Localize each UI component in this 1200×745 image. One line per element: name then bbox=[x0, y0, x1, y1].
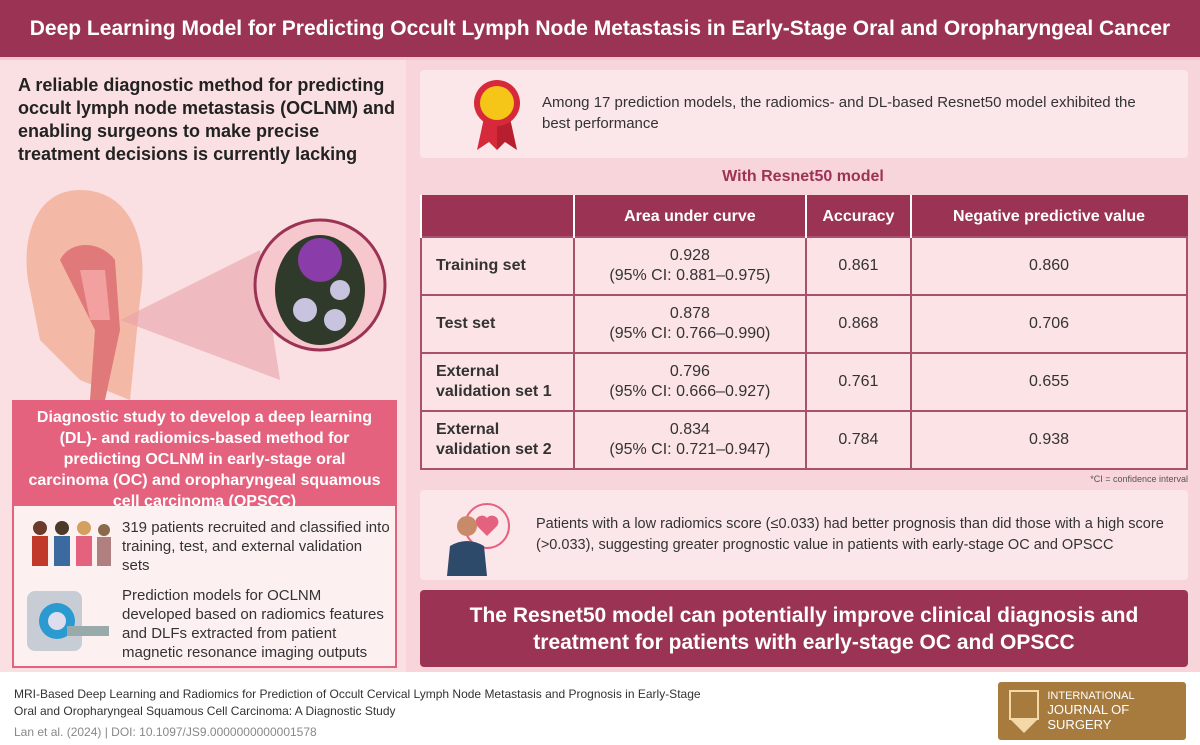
award-text: Among 17 prediction models, the radiomic… bbox=[542, 94, 1136, 132]
journal-crest-icon bbox=[1009, 690, 1039, 733]
table-title: With Resnet50 model bbox=[722, 168, 884, 185]
logo-line1: INTERNATIONAL bbox=[1047, 690, 1135, 702]
study-description: Diagnostic study to develop a deep learn… bbox=[12, 400, 397, 510]
left-panel: A reliable diagnostic method for predict… bbox=[0, 60, 406, 672]
row-label: Test set bbox=[420, 294, 575, 354]
method-item: 319 patients recruited and classified in… bbox=[22, 518, 392, 575]
npv-cell: 0.706 bbox=[910, 294, 1188, 354]
conclusion-banner: The Resnet50 model can potentially impro… bbox=[420, 590, 1188, 667]
article-title-line2: Oral and Oropharyngeal Squamous Cell Car… bbox=[14, 704, 396, 718]
auc-ci: (95% CI: 0.881–0.975) bbox=[609, 267, 771, 284]
auc-value: 0.878 bbox=[669, 305, 710, 322]
auc-cell: 0.796 (95% CI: 0.666–0.927) bbox=[573, 352, 807, 412]
method-item: Prediction models for OCLNM developed ba… bbox=[22, 586, 392, 662]
auc-cell: 0.878 (95% CI: 0.766–0.990) bbox=[573, 294, 807, 354]
auc-ci: (95% CI: 0.721–0.947) bbox=[609, 441, 771, 458]
ci-footnote: *CI = confidence interval bbox=[1090, 474, 1188, 484]
npv-cell: 0.860 bbox=[910, 236, 1188, 296]
table-row: External validation set 2 0.834 (95% CI: 0… bbox=[420, 410, 1188, 470]
citation: MRI-Based Deep Learning and Radiomics fo… bbox=[14, 686, 701, 741]
mri-scanner-icon bbox=[27, 591, 109, 651]
head-lymph-node-illustration bbox=[26, 190, 387, 400]
right-panel: Among 17 prediction models, the radiomic… bbox=[406, 60, 1200, 672]
prognosis-text: Patients with a low radiomics score (≤0.… bbox=[536, 516, 1164, 553]
auc-cell: 0.834 (95% CI: 0.721–0.947) bbox=[573, 410, 807, 470]
column-header: Area under curve bbox=[573, 196, 806, 237]
award-box: Among 17 prediction models, the radiomic… bbox=[420, 70, 1188, 158]
logo-line2: JOURNAL OF SURGERY bbox=[1047, 702, 1130, 732]
auc-value: 0.796 bbox=[669, 363, 710, 380]
lead-text: A reliable diagnostic method for predict… bbox=[18, 75, 396, 164]
table-header-row: Area under curve Accuracy Negative predi… bbox=[420, 196, 1187, 237]
article-authors-doi: Lan et al. (2024) | DOI: 10.1097/JS9.000… bbox=[14, 725, 317, 739]
conclusion-text: The Resnet50 model can potentially impro… bbox=[469, 603, 1139, 654]
footer: MRI-Based Deep Learning and Radiomics fo… bbox=[0, 672, 1200, 745]
accuracy-cell: 0.761 bbox=[804, 352, 913, 412]
auc-cell: 0.928 (95% CI: 0.881–0.975) bbox=[573, 236, 807, 296]
method-text: Prediction models for OCLNM developed ba… bbox=[122, 587, 384, 661]
row-label: Training set bbox=[420, 236, 575, 296]
auc-value: 0.834 bbox=[669, 421, 710, 438]
header: Deep Learning Model for Predicting Occul… bbox=[0, 0, 1200, 60]
award-ribbon-icon bbox=[474, 80, 520, 150]
auc-ci: (95% CI: 0.666–0.927) bbox=[609, 383, 771, 400]
results-table: Area under curve Accuracy Negative predi… bbox=[420, 195, 1188, 470]
article-title-line1: MRI-Based Deep Learning and Radiomics fo… bbox=[14, 687, 701, 701]
accuracy-cell: 0.868 bbox=[804, 294, 913, 354]
column-header bbox=[420, 196, 574, 237]
method-text: 319 patients recruited and classified in… bbox=[122, 519, 390, 574]
table-row: External validation set 1 0.796 (95% CI: 0… bbox=[420, 352, 1188, 412]
accuracy-cell: 0.784 bbox=[804, 410, 913, 470]
accuracy-cell: 0.861 bbox=[804, 236, 913, 296]
prognosis-box: Patients with a low radiomics score (≤0.… bbox=[420, 490, 1188, 580]
methods-box: 319 patients recruited and classified in… bbox=[12, 506, 397, 668]
auc-value: 0.928 bbox=[669, 247, 710, 264]
npv-cell: 0.655 bbox=[910, 352, 1188, 412]
patient-heart-icon bbox=[447, 503, 510, 576]
column-header: Accuracy bbox=[804, 196, 912, 237]
auc-ci: (95% CI: 0.766–0.990) bbox=[609, 325, 771, 342]
page-title: Deep Learning Model for Predicting Occul… bbox=[29, 16, 1171, 40]
column-header: Negative predictive value bbox=[910, 196, 1187, 237]
row-label: External validation set 1 bbox=[420, 352, 575, 412]
people-icon bbox=[32, 521, 111, 566]
row-label: External validation set 2 bbox=[420, 410, 575, 470]
npv-cell: 0.938 bbox=[910, 410, 1188, 470]
